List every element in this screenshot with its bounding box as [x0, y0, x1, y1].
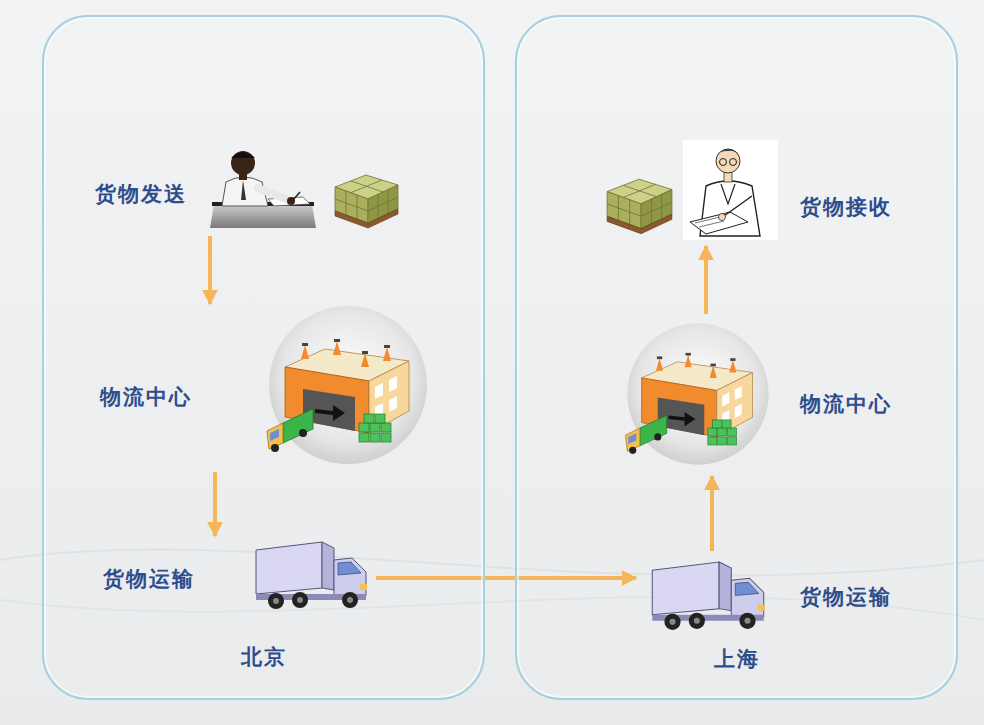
step-label: 货物运输	[103, 567, 195, 592]
region-panel: 货物发送物流中心货物运输北京	[42, 15, 485, 700]
receiver-figure	[683, 140, 778, 240]
cargo-pallet	[335, 175, 398, 228]
truck-icon	[652, 562, 764, 630]
region-panel: 货物运输 物流中心 货物接收上海	[515, 15, 958, 700]
flow-arrow	[376, 576, 636, 580]
process-step: 货物运输	[640, 555, 915, 635]
step-label: 货物运输	[800, 585, 892, 610]
process-step: 货物接收	[600, 140, 910, 242]
flow-arrow	[213, 472, 217, 536]
flow-arrow	[704, 246, 708, 314]
step-label: 物流中心	[100, 385, 192, 410]
sender-figure	[210, 151, 316, 228]
step-label: 物流中心	[800, 392, 892, 417]
flow-arrow	[208, 236, 212, 304]
truck-icon	[256, 542, 367, 609]
process-step: 货物发送	[90, 145, 405, 232]
step-label: 货物接收	[800, 195, 892, 220]
process-step: 货物运输	[95, 540, 372, 615]
region-label: 北京	[44, 645, 483, 670]
process-step: 物流中心	[620, 318, 910, 472]
cargo-pallet	[607, 179, 672, 234]
flow-arrow	[710, 476, 714, 551]
region-label: 上海	[517, 647, 956, 672]
step-label: 货物发送	[95, 182, 187, 207]
process-step: 物流中心	[95, 308, 432, 468]
warehouse-icon	[267, 306, 427, 464]
warehouse-icon	[626, 323, 769, 464]
